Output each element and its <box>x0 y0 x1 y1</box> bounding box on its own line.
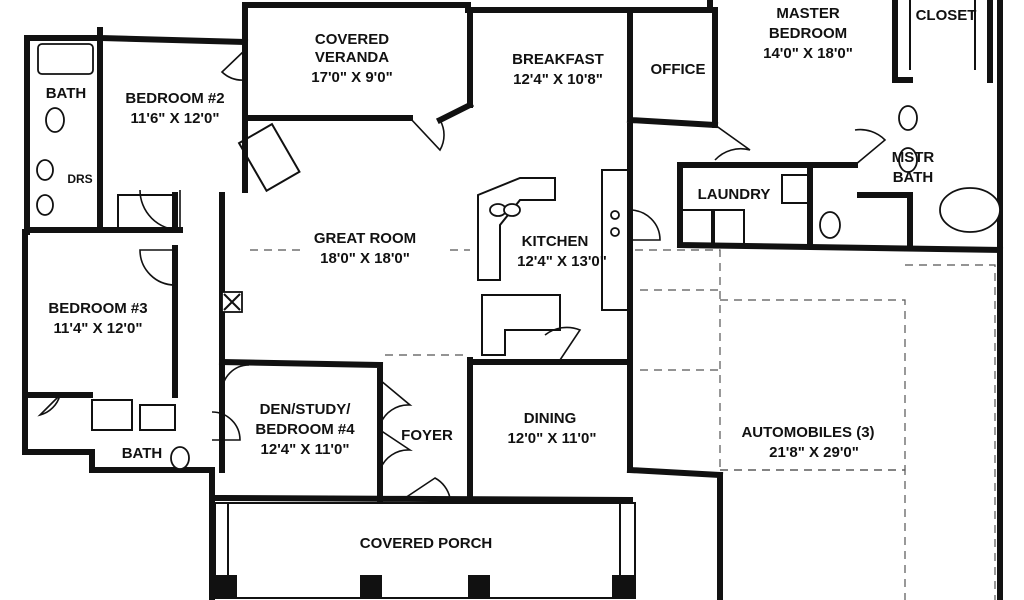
mstr-bath-label-2: BATH <box>893 169 934 186</box>
drs-label: DRS <box>67 172 92 186</box>
bedroom-2-size: 11'6" X 12'0" <box>131 110 220 127</box>
great-room-label: GREAT ROOM <box>314 230 416 247</box>
den-label: DEN/STUDY/ <box>260 401 352 418</box>
automobiles-label: AUTOMOBILES (3) <box>741 424 874 441</box>
breakfast-size: 12'4" X 10'8" <box>513 71 603 88</box>
kitchen-sink-icon <box>503 203 521 217</box>
dining-size: 12'0" X 11'0" <box>508 430 597 447</box>
toilet-icon <box>45 107 65 133</box>
kitchen-size: 12'4" X 13'0" <box>517 253 607 270</box>
toilet-icon <box>170 446 190 470</box>
covered-veranda-label-2: VERANDA <box>315 49 389 66</box>
dining-label: DINING <box>524 410 577 427</box>
closet-label: CLOSET <box>916 7 977 24</box>
foyer-label: FOYER <box>401 427 453 444</box>
breakfast-label: BREAKFAST <box>512 51 604 68</box>
master-tub-icon <box>939 187 1001 233</box>
sink-icon <box>36 194 54 216</box>
bathtub-icon <box>37 43 94 75</box>
den-label-2: BEDROOM #4 <box>255 421 355 438</box>
kitchen-label: KITCHEN <box>522 233 589 250</box>
bedroom-3-size: 11'4" X 12'0" <box>54 320 143 337</box>
master-toilet-icon <box>819 211 841 239</box>
automobiles-size: 21'8" X 29'0" <box>769 444 859 461</box>
laundry-label: LAUNDRY <box>698 186 771 203</box>
bath-label: BATH <box>46 85 87 102</box>
office-label: OFFICE <box>651 61 706 78</box>
bedroom-3-label: BEDROOM #3 <box>48 300 147 317</box>
great-room-size: 18'0" X 18'0" <box>320 250 410 267</box>
sink-icon <box>36 159 54 181</box>
stove-burner-icon <box>610 210 620 220</box>
master-bedroom-label: MASTER <box>776 5 840 22</box>
bedroom-2-label: BEDROOM #2 <box>125 90 224 107</box>
doors <box>37 49 887 499</box>
interior-details <box>91 0 996 600</box>
bath-2-label: BATH <box>122 445 163 462</box>
covered-veranda-size: 17'0" X 9'0" <box>311 69 392 86</box>
fixtures <box>36 43 1001 470</box>
master-bedroom-label-2: BEDROOM <box>769 25 847 42</box>
covered-veranda-label: COVERED <box>315 31 389 48</box>
covered-porch-label: COVERED PORCH <box>360 535 493 552</box>
den-size: 12'4" X 11'0" <box>261 441 350 458</box>
master-sink-icon <box>898 147 918 173</box>
porch-columns <box>215 575 634 597</box>
master-sink-icon <box>898 105 918 131</box>
mstr-bath-label: MSTR <box>892 149 935 166</box>
stove-burner-icon <box>610 227 620 237</box>
room-labels: COVERED VERANDA 17'0" X 9'0" BREAKFAST 1… <box>46 5 977 552</box>
master-bedroom-size: 14'0" X 18'0" <box>763 45 853 62</box>
